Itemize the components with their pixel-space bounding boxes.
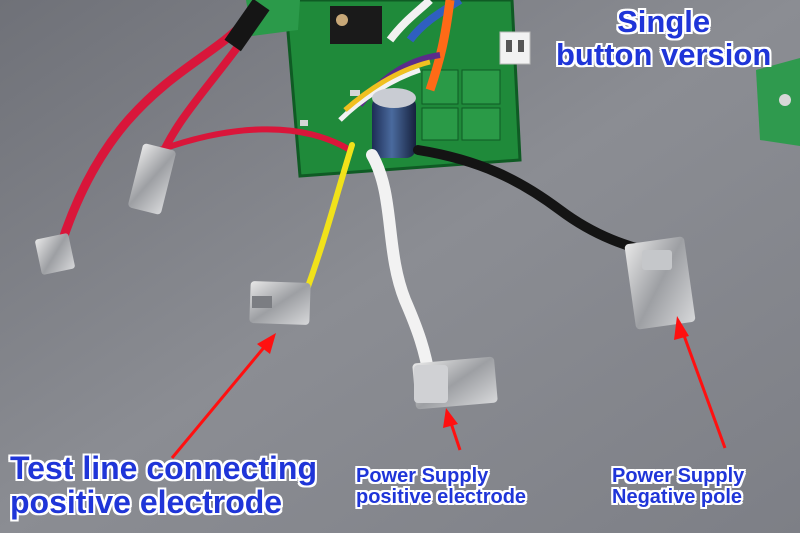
label-line: Single	[617, 4, 711, 39]
label-line: Negative pole	[612, 486, 743, 508]
label-test-line: Test line connecting positive electrode	[10, 450, 317, 520]
terminal-red-mid	[128, 143, 176, 215]
terminal-yellow	[249, 281, 311, 325]
label-line: Test line connecting	[10, 450, 317, 486]
arrow-power-negative	[674, 316, 727, 449]
label-power-supply-positive: Power Supply positive electrode	[356, 466, 526, 508]
red-wire-3	[157, 126, 353, 153]
yellow-wire	[302, 142, 355, 298]
terminal-white	[412, 356, 498, 410]
label-power-supply-negative: Power Supply Negative pole	[612, 466, 744, 508]
label-line: button version	[556, 36, 772, 72]
small-board-right	[756, 58, 800, 146]
label-line: positive electrode	[356, 486, 527, 508]
terminal-red-left	[35, 233, 75, 275]
label-line: Power Supply	[356, 465, 489, 487]
label-line: Power Supply	[612, 465, 745, 487]
connector	[499, 31, 531, 65]
arrow-power-positive	[443, 408, 462, 451]
arrow-test-line	[170, 333, 276, 459]
terminal-black	[624, 236, 696, 330]
label-single-button-version: Single button version	[556, 4, 772, 72]
label-line: positive electrode	[10, 483, 283, 520]
white-wire	[366, 149, 436, 386]
capacitor	[372, 88, 416, 158]
